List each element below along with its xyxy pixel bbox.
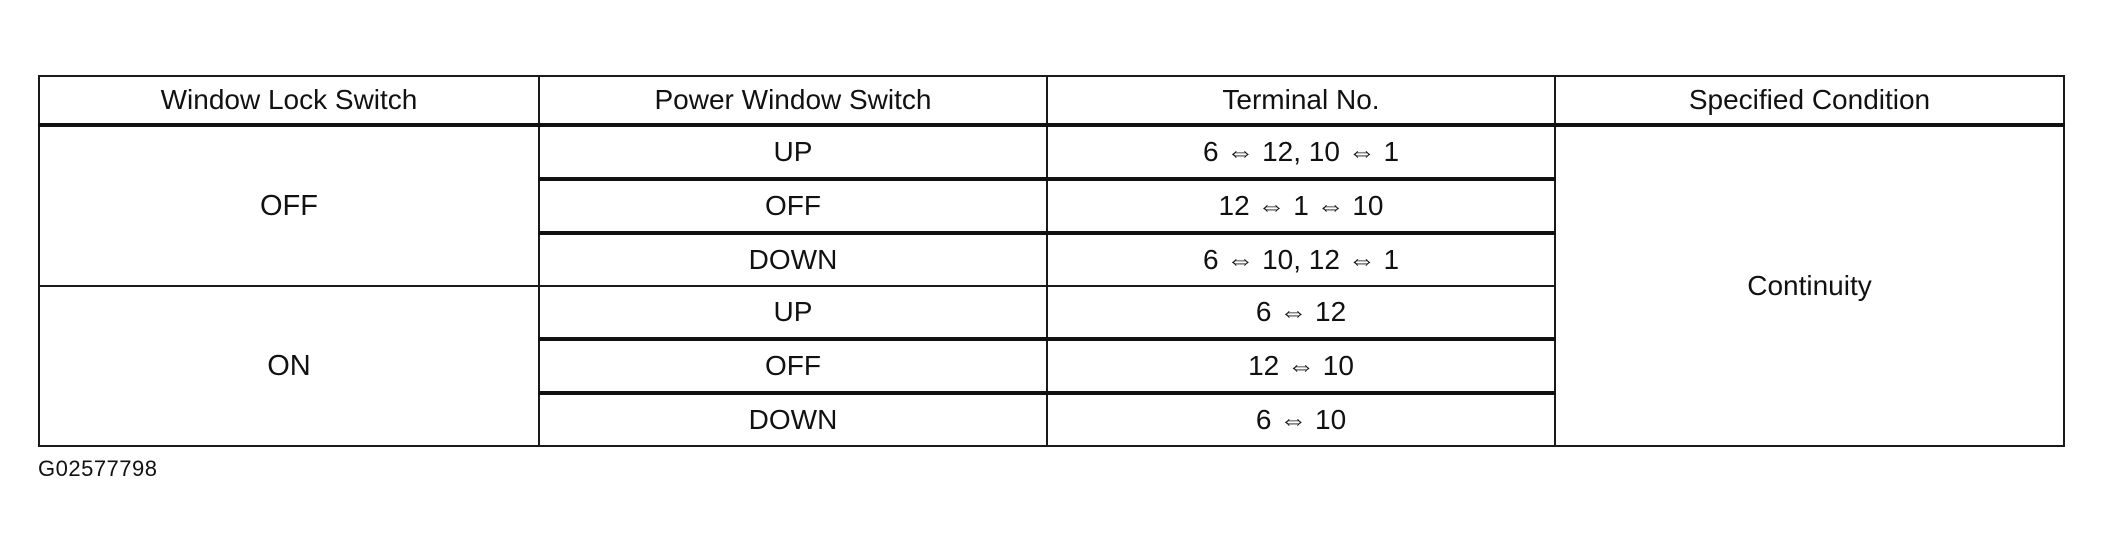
table-row: OFF UP 6 ⇔ 12, 10 ⇔ 1 Continuity	[38, 124, 2065, 447]
terminal-cell: 6 ⇔ 12	[1046, 285, 1556, 341]
table-row: DOWN 6 ⇔ 10, 12 ⇔ 1	[39, 232, 2064, 287]
figure-id-label: G02577798	[38, 456, 158, 481]
specified-condition-cell: Continuity	[1554, 124, 2065, 447]
header-power-window-switch: Power Window Switch	[538, 75, 1048, 127]
terminal-cell: 6 ⇔ 12, 10 ⇔ 1	[1046, 124, 1556, 181]
terminal-cell: 6 ⇔ 10, 12 ⇔ 1	[1046, 232, 1556, 287]
switch-position-cell: OFF	[538, 178, 1048, 235]
switch-position-cell: UP	[538, 124, 1048, 181]
header-window-lock-switch: Window Lock Switch	[38, 75, 540, 127]
table-header-row: Window Lock Switch Power Window Switch T…	[38, 75, 2065, 127]
header-terminal-no: Terminal No.	[1046, 75, 1556, 127]
table-row: ON UP 6 ⇔ 12	[38, 285, 2064, 447]
table-row: OFF 12 ⇔ 10	[39, 338, 2064, 395]
lock-switch-off-cell: OFF	[38, 124, 540, 287]
switch-position-cell: DOWN	[538, 232, 1048, 287]
table-row: OFF 12 ⇔ 1 ⇔ 10	[39, 178, 2064, 235]
switch-position-cell: OFF	[538, 338, 1048, 395]
terminal-cell: 12 ⇔ 10	[1046, 338, 1556, 395]
inspection-table: Window Lock Switch Power Window Switch T…	[38, 75, 2065, 447]
switch-position-cell: UP	[538, 285, 1048, 341]
header-specified-condition: Specified Condition	[1554, 75, 2065, 127]
terminal-cell: 12 ⇔ 1 ⇔ 10	[1046, 178, 1556, 235]
switch-position-cell: DOWN	[538, 392, 1048, 447]
lock-switch-on-cell: ON	[38, 285, 540, 447]
table-row: DOWN 6 ⇔ 10	[39, 392, 2064, 447]
terminal-cell: 6 ⇔ 10	[1046, 392, 1556, 447]
